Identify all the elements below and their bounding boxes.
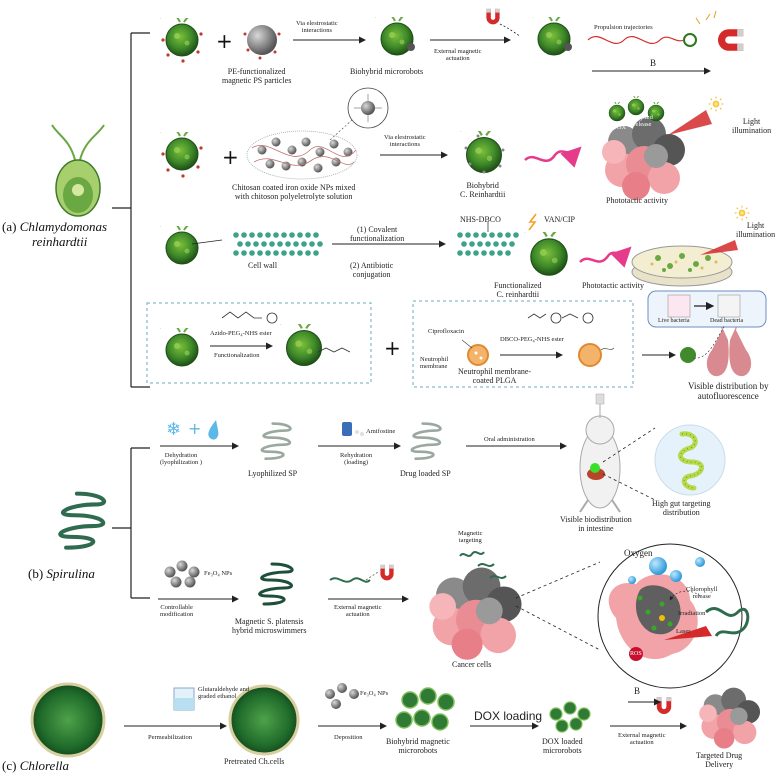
label-magnetic-sp: Magnetic S. platensis hybrid microswimme… bbox=[232, 617, 307, 635]
label-row2-biohybrid: Biohybrid C. Reinhardtii bbox=[460, 181, 506, 199]
svg-text:+: + bbox=[384, 336, 401, 360]
label-row3-light: Light illumination bbox=[736, 221, 776, 239]
label-drug-loaded: Drug loaded SP bbox=[400, 469, 451, 478]
label-row1-arrow2: External magnetic actuation bbox=[434, 48, 482, 63]
label-visible-distribution: Visible distribution by autofluorescence bbox=[688, 381, 769, 402]
label-chlorella-fe3o4: Fe₃O₄ NPs bbox=[360, 690, 389, 697]
label-nhs-dbco: NHS-DBCO bbox=[460, 215, 501, 224]
label-glutaraldehyde: Glutaraldehyde and graded ethanol bbox=[198, 686, 250, 701]
row4-box-right bbox=[412, 300, 634, 388]
label-chlorophyll: Chlorophyll release bbox=[686, 586, 718, 601]
label-pretreated: Pretreated Ch.cells bbox=[224, 757, 285, 766]
svg-text:❄: ❄ bbox=[166, 419, 181, 440]
chlorella-graphics bbox=[30, 682, 761, 758]
spirulina-bottom-graphics bbox=[158, 543, 750, 689]
label-step1: (1) Covalent functionalization bbox=[350, 225, 405, 243]
label-targeted-release: targeted release bbox=[632, 114, 653, 129]
label-ros: ROS bbox=[630, 651, 642, 657]
label-row1-b-field: B bbox=[650, 58, 657, 68]
label-cancer-cells: Cancer cells bbox=[452, 660, 492, 669]
label-pe-particles: PE-functionalized magnetic PS particles bbox=[222, 67, 292, 85]
label-lyophilized: Lyophilized SP bbox=[248, 469, 298, 478]
label-dox-loading: DOX loading bbox=[474, 709, 543, 723]
section-a-letter: (a) bbox=[2, 219, 17, 234]
label-permeabilization: Permeabilization bbox=[148, 734, 193, 741]
section-c-name: Chlorella bbox=[19, 758, 70, 773]
label-deposition: Deposition bbox=[334, 734, 363, 741]
label-laser: Laser bbox=[676, 628, 691, 635]
label-controllable: Controllable modification bbox=[160, 604, 194, 619]
label-row1-biohybrid: Biohybrid microrobots bbox=[350, 67, 424, 76]
label-row3-phototactic: Phototactic activity bbox=[582, 281, 644, 290]
svg-text:+: + bbox=[216, 29, 233, 53]
section-a-name-line1: Chlamydomonas bbox=[19, 219, 108, 234]
label-oxygen: Oxygen bbox=[624, 548, 653, 558]
label-biodistribution: Visible biodistribution in intestine bbox=[560, 515, 632, 533]
label-azido: Azido-PEG₄-NHS ester bbox=[210, 330, 272, 337]
section-b-name: Spirulina bbox=[46, 566, 95, 581]
row2-graphics: + bbox=[160, 87, 724, 200]
label-chlorella-b-field: B bbox=[634, 686, 641, 696]
section-b-letter: (b) bbox=[28, 566, 44, 581]
section-b-label: (b) Spirulina bbox=[28, 566, 95, 582]
label-dox-loaded: DOX loaded microrobots bbox=[542, 737, 583, 755]
label-row2-light: Light illumination bbox=[732, 117, 772, 135]
label-oral: Oral administration bbox=[484, 436, 535, 443]
label-dbco: DBCO-PEG₄-NHS ester bbox=[500, 336, 564, 343]
label-functionalized: Functionalized C. reinhardtii bbox=[494, 281, 542, 299]
row4-box-left bbox=[146, 302, 372, 384]
label-rehydration: Rehydration (loading) bbox=[340, 452, 373, 467]
label-dox: DOX bbox=[612, 124, 627, 131]
label-amifostine: Amifostine bbox=[366, 428, 396, 435]
label-ciprofloxacin: Ciprofloxacin bbox=[428, 328, 465, 335]
label-row2-phototactic: Phototactic activity bbox=[606, 196, 668, 205]
label-trajectories: Propulsion trajectories bbox=[594, 24, 653, 31]
label-step2: (2) Antibiotic conjugation bbox=[350, 261, 394, 279]
label-functionalization: Functionalization bbox=[214, 352, 260, 359]
section-a-label: (a) Chlamydomonas reinhardtii bbox=[2, 219, 108, 250]
label-spirulina-fe3o4: Fe₃O₄ NPs bbox=[204, 570, 233, 577]
label-gut: High gut targeting distribution bbox=[652, 499, 711, 517]
bracket-b bbox=[112, 447, 150, 599]
section-a-name-line2: reinhardtii bbox=[32, 233, 88, 249]
row4-graphics: + bbox=[160, 290, 767, 377]
label-magnetic-targeting: Magnetic targeting bbox=[458, 530, 483, 545]
label-cell-wall: Cell wall bbox=[248, 261, 278, 270]
svg-text:+: + bbox=[188, 419, 201, 438]
label-plga: Neutrophil membrane- coated PLGA bbox=[458, 367, 532, 385]
label-live-bacteria: Live bacteria bbox=[658, 318, 690, 324]
label-dehydration: Dehydration (lyophilization ) bbox=[160, 452, 203, 467]
label-row1-arrow1: Via elestrostatic interactions bbox=[296, 20, 338, 35]
chlorella-cell-icon bbox=[30, 682, 106, 758]
spirulina-top-graphics: ❄ + bbox=[160, 393, 726, 513]
svg-text:+: + bbox=[222, 145, 239, 169]
label-chlorella-external: External magnetic actuation bbox=[618, 732, 666, 747]
label-van-cip: VAN/CIP bbox=[544, 215, 575, 224]
label-chitosan: Chitosan coated iron oxide NPs mixed wit… bbox=[232, 183, 356, 201]
label-spirulina-external: External magnetic actuation bbox=[334, 604, 382, 619]
bracket-a bbox=[112, 32, 150, 388]
chlamydomonas-cell-icon bbox=[51, 124, 105, 217]
label-row2-arrow: Via elestrostatic interactions bbox=[384, 134, 426, 149]
spirulina-main-icon bbox=[60, 494, 104, 548]
label-targeted-delivery: Targeted Drug Delivery bbox=[696, 751, 743, 769]
row3-graphics bbox=[160, 205, 750, 287]
section-c-letter: (c) bbox=[2, 758, 17, 773]
label-irradiation: Irradiation bbox=[678, 610, 706, 617]
label-chlorella-biohybrid: Biohybrid magnetic microrobots bbox=[386, 737, 450, 755]
label-dead-bacteria: Dead bacteria bbox=[710, 318, 744, 324]
row1-graphics: + bbox=[160, 8, 744, 75]
section-c-label: (c) Chlorella bbox=[2, 758, 70, 774]
label-neutrophil-membrane: Neutrophil membrane bbox=[420, 356, 449, 371]
